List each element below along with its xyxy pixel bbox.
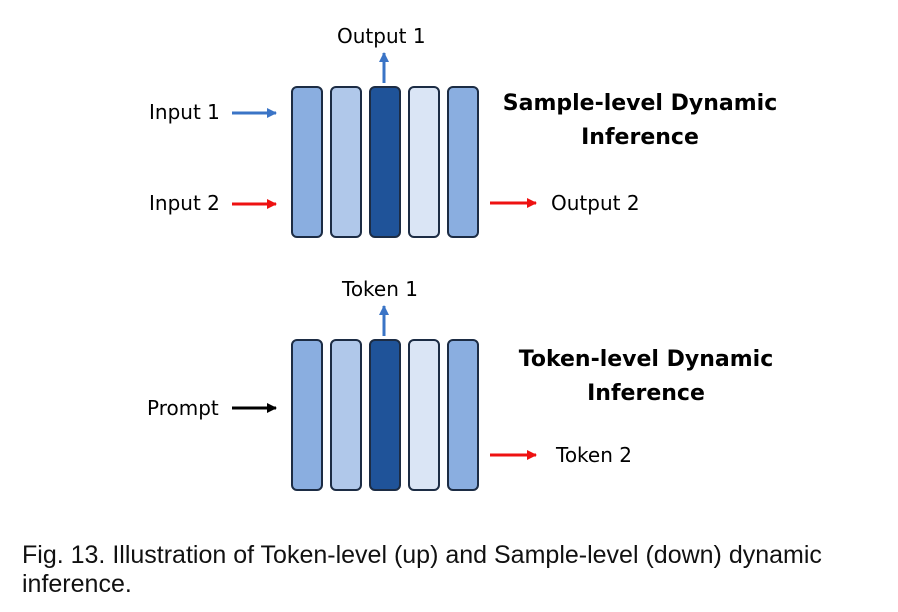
token-level-title-line2: Inference: [587, 381, 705, 406]
sample-level-title-line1: Sample-level Dynamic: [503, 91, 778, 116]
top-layer-5: [447, 86, 479, 238]
input-1-label: Input 1: [149, 100, 220, 124]
top-layer-stack: [291, 86, 479, 238]
bottom-layer-stack: [291, 339, 479, 491]
bottom-layer-1: [291, 339, 323, 491]
output-1-label: Output 1: [337, 24, 426, 48]
top-layer-4: [408, 86, 440, 238]
prompt-label: Prompt: [147, 396, 219, 420]
token-2-label: Token 2: [555, 443, 632, 467]
bottom-layer-5: [447, 339, 479, 491]
sample-level-panel: Input 1 Input 2 Output 1 Output 2 Sample…: [149, 24, 778, 238]
dynamic-inference-diagram: Input 1 Input 2 Output 1 Output 2 Sample…: [147, 24, 778, 491]
bottom-layer-4: [408, 339, 440, 491]
figure-caption: Fig. 13. Illustration of Token-level (up…: [22, 541, 822, 598]
token-1-label: Token 1: [341, 277, 418, 301]
top-layer-3: [369, 86, 401, 238]
input-2-label: Input 2: [149, 191, 220, 215]
top-layer-1: [291, 86, 323, 238]
sample-level-title-line2: Inference: [581, 125, 699, 150]
bottom-layer-2: [330, 339, 362, 491]
output-2-label: Output 2: [551, 191, 640, 215]
top-layer-2: [330, 86, 362, 238]
bottom-layer-3: [369, 339, 401, 491]
token-level-title-line1: Token-level Dynamic: [519, 347, 774, 372]
token-level-panel: Token 1 Prompt Token 2 Token-level Dynam…: [147, 277, 774, 491]
